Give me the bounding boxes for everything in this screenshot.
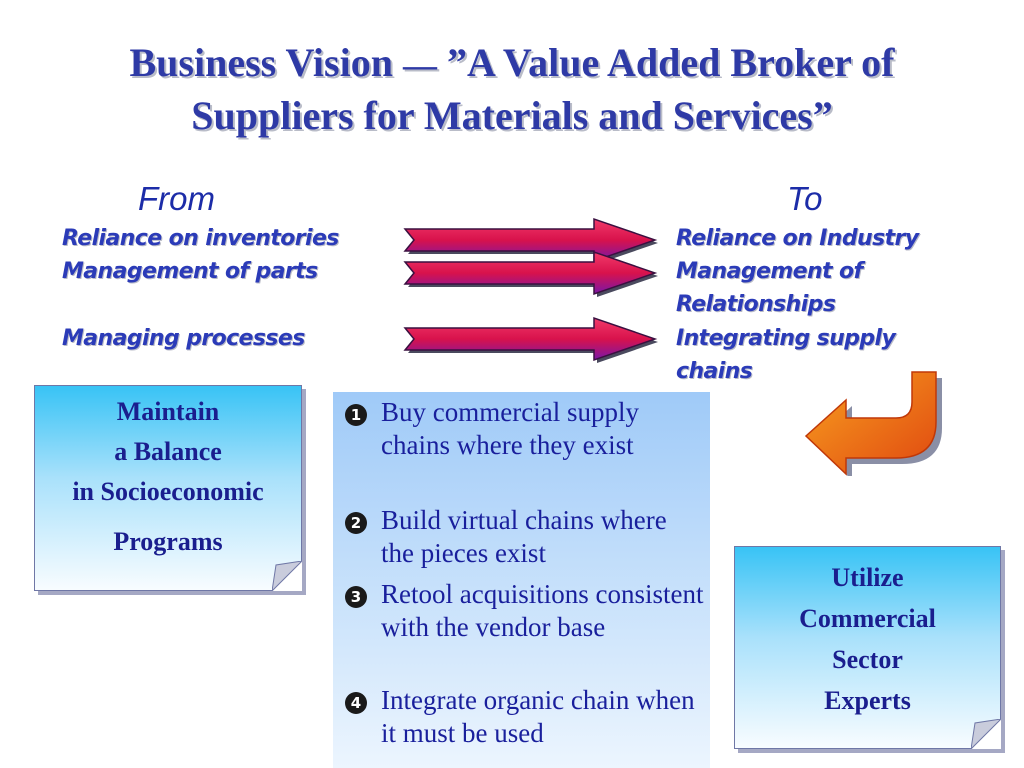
title-line1-rest: ”A Value Added Broker of bbox=[446, 40, 895, 85]
list-item: 3 Retool acquisitions consistent with th… bbox=[345, 578, 705, 644]
to-item-relationships: Relationships bbox=[676, 292, 836, 317]
note-line: Utilize bbox=[831, 563, 904, 592]
title-line-2: Suppliers for Materials and Services” bbox=[191, 93, 833, 138]
to-item-management-of: Management of bbox=[676, 259, 863, 284]
right-arrow-icon bbox=[403, 316, 658, 363]
list-item: 1 Buy commercial supply chains where the… bbox=[345, 396, 705, 462]
list-item-text: Integrate organic chain when it must be … bbox=[381, 685, 695, 748]
note-line: in Socioeconomic bbox=[72, 477, 264, 506]
title-dash: — bbox=[402, 47, 437, 84]
note-line: Commercial bbox=[799, 604, 936, 633]
bullet-number-icon: 4 bbox=[345, 692, 367, 714]
folded-corner-icon bbox=[272, 561, 302, 591]
from-item-processes: Managing processes bbox=[62, 326, 305, 351]
to-item-industry: Reliance on Industry bbox=[676, 226, 919, 251]
utilize-experts-note: Utilize Commercial Sector Experts bbox=[734, 546, 1001, 749]
right-arrow-icon bbox=[403, 250, 658, 297]
action-list-panel: 1 Buy commercial supply chains where the… bbox=[333, 392, 710, 768]
title-main: Business Vision bbox=[129, 40, 393, 85]
bullet-number-icon: 3 bbox=[345, 586, 367, 608]
title-line-1: Business Vision — ”A Value Added Broker … bbox=[0, 38, 1024, 91]
list-item-text: Buy commercial supply chains where they … bbox=[381, 397, 639, 460]
list-item-text: Retool acquisitions consistent with the … bbox=[381, 579, 704, 642]
bullet-number-icon: 1 bbox=[345, 404, 367, 426]
to-item-integrating: Integrating supply bbox=[676, 326, 896, 351]
folded-corner-icon bbox=[971, 719, 1001, 749]
from-item-parts: Management of parts bbox=[62, 259, 318, 284]
bullet-number-icon: 2 bbox=[345, 512, 367, 534]
list-item: 4 Integrate organic chain when it must b… bbox=[345, 684, 705, 750]
note-line: Experts bbox=[824, 686, 911, 715]
note-line: a Balance bbox=[114, 437, 222, 466]
note-line: Maintain bbox=[116, 397, 220, 426]
list-item: 2 Build virtual chains where the pieces … bbox=[345, 504, 705, 570]
list-item-text: Build virtual chains where the pieces ex… bbox=[381, 505, 667, 568]
curved-return-arrow-icon bbox=[804, 371, 942, 476]
from-item-inventories: Reliance on inventories bbox=[62, 226, 339, 251]
from-header: From bbox=[138, 180, 215, 217]
to-item-chains: chains bbox=[676, 359, 753, 384]
maintain-balance-note: Maintain a Balance in Socioeconomic Prog… bbox=[34, 385, 302, 591]
note-line: Sector bbox=[832, 645, 903, 674]
note-line: Programs bbox=[113, 527, 223, 556]
to-header: To bbox=[787, 180, 823, 217]
page-title: Business Vision — ”A Value Added Broker … bbox=[0, 38, 1024, 141]
